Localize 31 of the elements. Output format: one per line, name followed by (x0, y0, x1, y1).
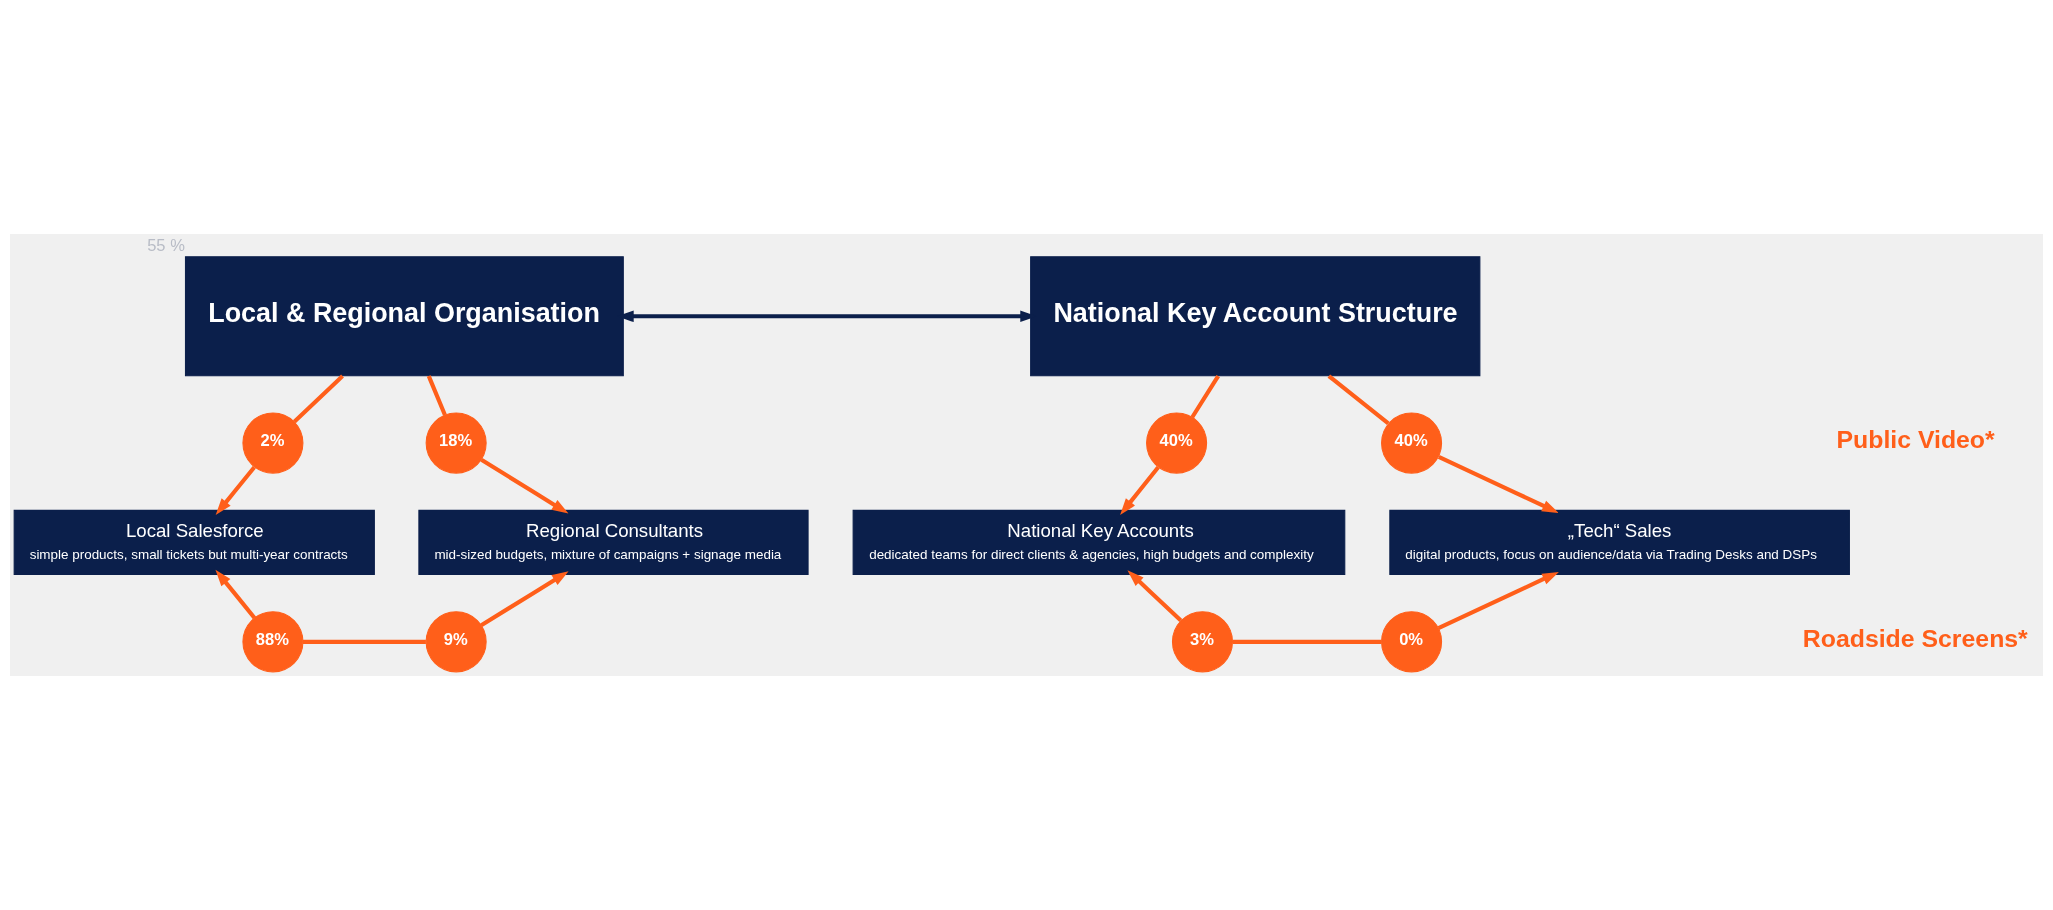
node-circle: 9% (425, 611, 487, 673)
connector (1190, 374, 1220, 419)
connector (426, 375, 447, 416)
connector (1232, 639, 1382, 644)
connector (1327, 374, 1390, 426)
node-label: 55 % (147, 236, 185, 256)
node-box: Regional Consultants mid-sized budgets, mixture of campaigns + signage media (418, 509, 809, 576)
node-circle: 18% (425, 412, 487, 474)
label: Roadside Screens* (1802, 625, 2028, 653)
node-circle: 3% (1171, 611, 1233, 673)
arrow (1127, 570, 1183, 622)
connector (292, 374, 344, 424)
arrow (1120, 465, 1160, 515)
connector (303, 639, 426, 644)
arrow (215, 465, 256, 515)
arrow (480, 458, 569, 514)
node-circle: 40% (1381, 412, 1443, 474)
node-box: Local & Regional Organisation (184, 256, 624, 377)
arrow (215, 569, 257, 620)
node-box: „Tech“ Sales digital products, focus on audience/data via Trading Desks and DSPs (1389, 509, 1850, 576)
node-box: Local Salesforce simple products, small tickets but multi-year contracts (13, 509, 375, 576)
node-circle: 88% (242, 611, 304, 673)
node-circle: 0% (1381, 611, 1443, 673)
node-circle: 40% (1146, 412, 1208, 474)
node-circle: 2% (242, 412, 304, 474)
arrow (1437, 454, 1559, 513)
label: Public Video* (1836, 426, 1995, 454)
node-box: National Key Accounts dedicated teams for direct clients & agencies, high budgets and complexity (852, 509, 1346, 576)
arrow (480, 571, 569, 628)
arrow (1437, 571, 1559, 631)
node-box: National Key Account Structure (1030, 256, 1481, 377)
